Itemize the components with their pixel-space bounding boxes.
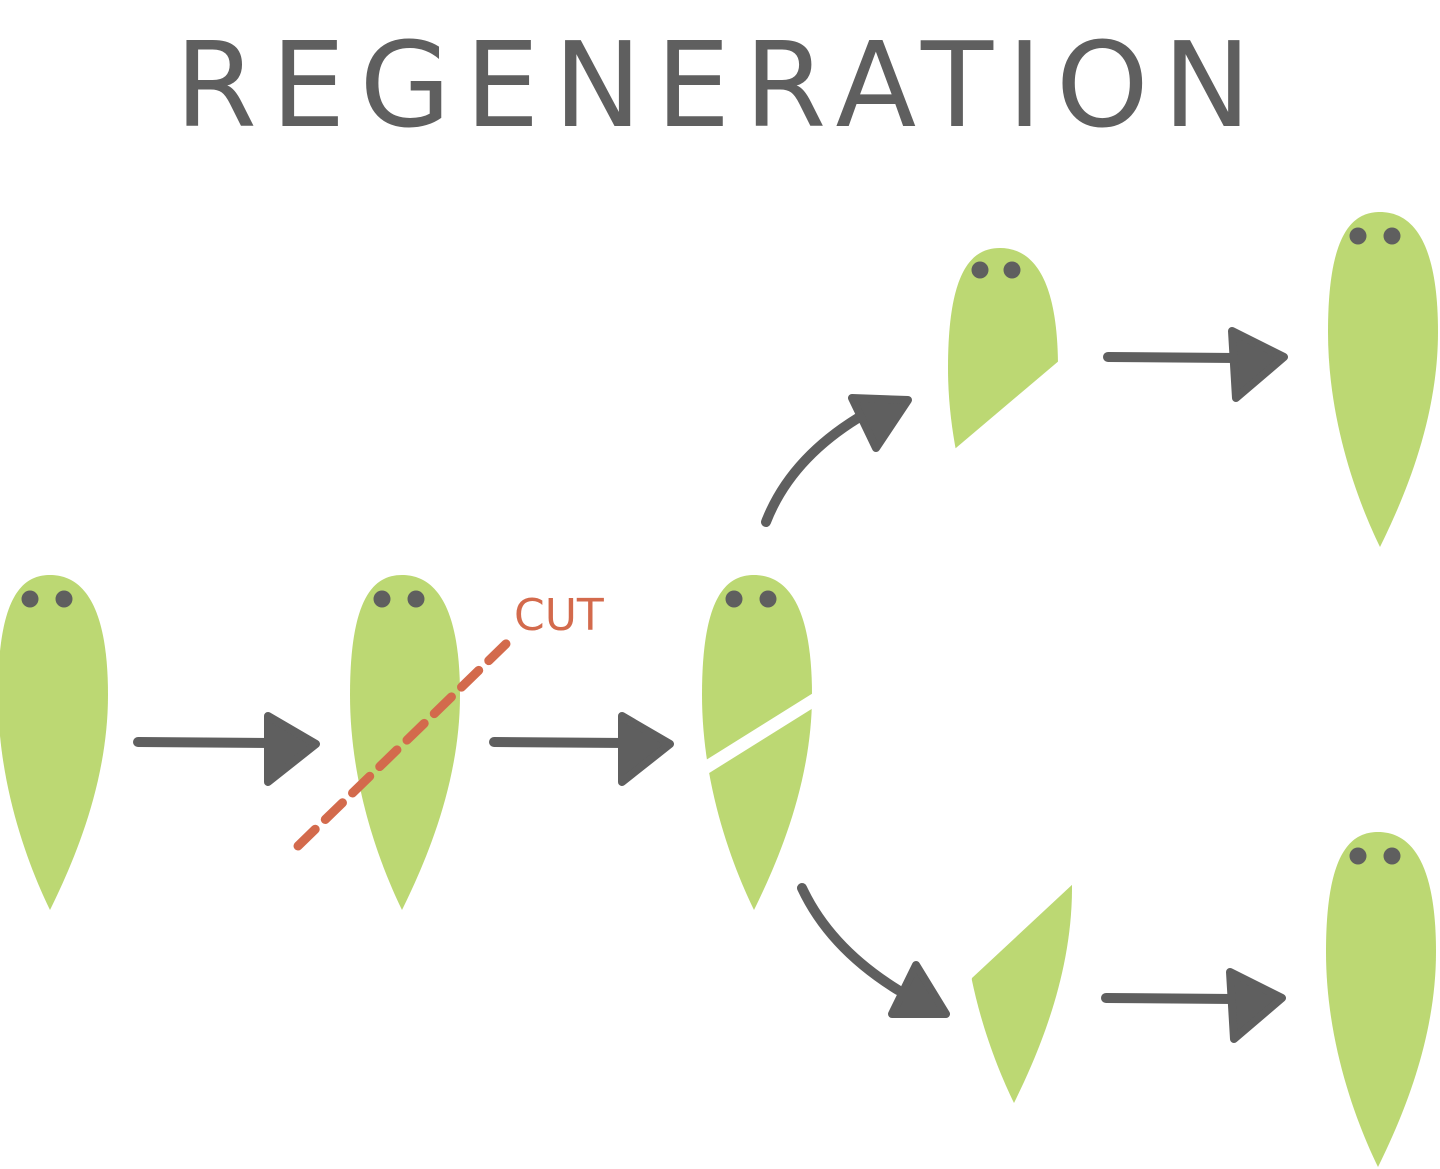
eye-left — [21, 590, 39, 608]
eye-left — [373, 590, 391, 608]
head-fragment — [948, 248, 1058, 453]
tail-fragment — [962, 883, 1072, 1103]
eye-left — [971, 261, 989, 279]
dashed-cut-line — [293, 635, 515, 851]
eye-left — [1349, 227, 1367, 245]
curved-arrow-icon — [797, 883, 950, 1018]
cut-label: CUT — [514, 590, 604, 641]
planarian-with-cut — [350, 575, 460, 910]
arrow-icon — [133, 712, 320, 786]
eye-left — [1349, 847, 1367, 865]
eye-right — [407, 590, 425, 608]
eye-right — [1383, 227, 1401, 245]
arrow-icon — [1103, 327, 1288, 402]
eye-right — [1003, 261, 1021, 279]
arrow-icon — [489, 712, 674, 786]
eye-right — [1383, 847, 1401, 865]
diagram-title: REGENERATION — [174, 16, 1266, 154]
eye-right — [759, 590, 777, 608]
planarian-intact — [0, 575, 108, 910]
eye-right — [55, 590, 73, 608]
curved-arrow-icon — [761, 394, 912, 527]
arrow-icon — [1101, 968, 1286, 1043]
eye-left — [725, 590, 743, 608]
regenerated-planarian-top — [1328, 212, 1438, 547]
planarian-cut-pieces — [702, 575, 812, 910]
regenerated-planarian-bottom — [1326, 832, 1436, 1167]
